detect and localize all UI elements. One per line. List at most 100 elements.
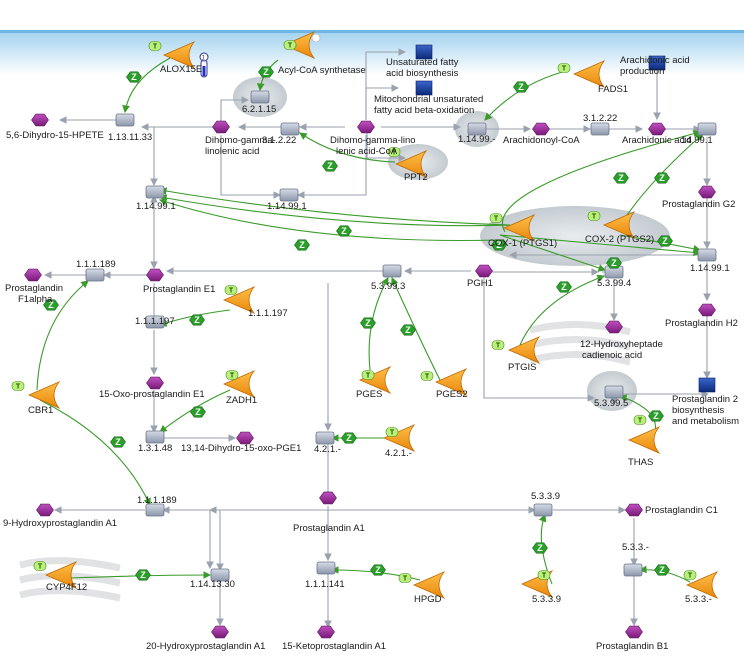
reaction-node[interactable] — [590, 122, 610, 136]
enzyme-node[interactable] — [502, 214, 536, 242]
reaction-node[interactable] — [315, 431, 335, 445]
enzyme-node[interactable] — [358, 366, 392, 394]
node-label-hydroxy20: 20-Hydroxyprostaglandin A1 — [146, 641, 265, 652]
compound-node[interactable] — [319, 491, 337, 505]
node-label-cbr1: CBR1 — [28, 405, 53, 416]
reaction-node[interactable] — [316, 561, 336, 575]
node-label-dgla2: linolenic acid — [205, 146, 259, 157]
node-label-e-111197a: 1.1.1.197 — [248, 308, 288, 319]
process-node[interactable] — [648, 55, 666, 71]
enzyme-node[interactable] — [572, 60, 606, 88]
enzyme-node[interactable] — [382, 424, 416, 452]
z-label: Z — [195, 407, 201, 417]
reaction-node[interactable] — [115, 113, 135, 127]
catalysis-z-icon — [513, 81, 529, 93]
enzyme-node[interactable] — [162, 41, 196, 69]
compound-node[interactable] — [236, 431, 254, 445]
t-tag-icon — [587, 211, 601, 221]
t-tag-icon — [11, 381, 25, 391]
node-label-e-5339b: 5.3.3.9 — [532, 594, 561, 605]
compound-node[interactable] — [357, 120, 375, 134]
catalysis-edge — [501, 129, 702, 233]
node-label-e-1348: 1.3.1.48 — [138, 443, 172, 454]
catalysis-z-icon — [135, 569, 151, 581]
reaction-node[interactable] — [533, 503, 553, 517]
z-label: Z — [659, 173, 665, 183]
compound-node[interactable] — [146, 268, 164, 282]
t-tag-icon — [557, 63, 571, 73]
enzyme-node[interactable] — [282, 31, 316, 59]
node-label-pges: PGES — [356, 389, 382, 400]
enzyme-node[interactable] — [27, 381, 61, 409]
reaction-node[interactable] — [279, 188, 299, 202]
node-label-e-1131133: 1.13.11.33 — [108, 132, 152, 143]
t-label: T — [390, 430, 395, 437]
catalysis-edge — [158, 198, 501, 242]
process-node[interactable] — [415, 44, 433, 60]
reaction-node[interactable] — [85, 268, 105, 282]
compound-node[interactable] — [625, 625, 643, 639]
reaction-node[interactable] — [697, 248, 717, 262]
node-label-pgc1: Prostaglandin C1 — [645, 505, 718, 516]
node-label-e-114991a: 14.99.1 — [681, 135, 713, 146]
compound-node[interactable] — [698, 303, 716, 317]
z-label: Z — [561, 282, 567, 292]
reaction-node[interactable] — [280, 122, 300, 136]
compound-node[interactable] — [475, 264, 493, 278]
compound-node[interactable] — [605, 320, 623, 334]
compound-node[interactable] — [212, 120, 230, 134]
compound-node[interactable] — [317, 625, 335, 639]
z-label: Z — [299, 240, 305, 250]
z-label: Z — [48, 300, 54, 310]
reaction-node[interactable] — [145, 315, 165, 329]
enzyme-node[interactable] — [412, 571, 446, 599]
node-label-unsat-fa: Unsaturated fatty — [386, 57, 459, 68]
reaction-node[interactable] — [697, 122, 717, 136]
reaction-node[interactable] — [145, 430, 165, 444]
catalysis-z-icon — [322, 160, 338, 172]
compound-node[interactable] — [211, 625, 229, 639]
z-label: Z — [327, 161, 333, 171]
node-label-dglacoa2: lenic acid-CoA — [336, 146, 398, 157]
compound-node[interactable] — [31, 113, 49, 127]
compound-node[interactable] — [625, 503, 643, 517]
compound-node[interactable] — [532, 122, 550, 136]
catalysis-z-icon — [556, 281, 572, 293]
node-label-arachcoa: Arachidonoyl-CoA — [503, 135, 580, 146]
catalysis-z-icon — [654, 172, 670, 184]
enzyme-node[interactable] — [602, 211, 636, 239]
reaction-node[interactable] — [623, 563, 643, 577]
compound-node[interactable] — [698, 185, 716, 199]
reaction-node[interactable] — [145, 185, 165, 199]
compound-node[interactable] — [24, 268, 42, 282]
reaction-node[interactable] — [604, 385, 624, 399]
node-label-pg2bio3: and metabolism — [672, 416, 739, 427]
node-label-hpgd: HPGD — [414, 594, 442, 605]
node-label-pgg2: Prostaglandin G2 — [662, 199, 735, 210]
node-label-e-111141: 1.1.1.141 — [305, 579, 345, 590]
t-label: T — [38, 564, 43, 571]
reaction-node[interactable] — [210, 568, 230, 582]
enzyme-node[interactable] — [627, 426, 661, 454]
compound-node[interactable] — [146, 376, 164, 390]
enzyme-node[interactable] — [394, 150, 428, 178]
compound-node[interactable] — [648, 122, 666, 136]
enzyme-node[interactable] — [434, 368, 468, 396]
reaction-node[interactable] — [382, 264, 402, 278]
compound-node[interactable] — [36, 503, 54, 517]
enzyme-node[interactable] — [44, 561, 78, 589]
reaction-node[interactable] — [250, 90, 270, 104]
z-label: Z — [659, 565, 665, 575]
reaction-node[interactable] — [145, 503, 165, 517]
enzyme-node[interactable] — [507, 336, 541, 364]
process-node[interactable] — [415, 80, 433, 96]
node-label-dgla1: Dihomo-gamma- — [205, 135, 276, 146]
process-node[interactable] — [698, 377, 716, 393]
catalysis-edge — [519, 274, 606, 346]
catalysis-z-icon — [336, 225, 352, 237]
enzyme-node[interactable] — [685, 571, 719, 599]
enzyme-node[interactable] — [222, 286, 256, 314]
enzyme-node[interactable] — [222, 370, 256, 398]
reaction-node[interactable] — [467, 122, 487, 136]
t-tag-icon — [683, 570, 697, 580]
